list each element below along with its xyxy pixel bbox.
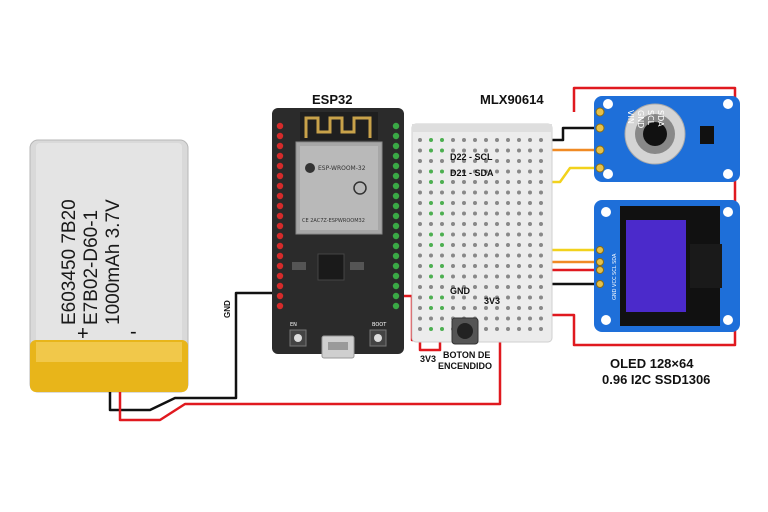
esp-pin-left	[276, 152, 284, 160]
esp-pin-right	[392, 152, 400, 160]
oled-pin-labels: GND VCC SCL SDA	[612, 253, 618, 300]
esp-pin-right	[392, 132, 400, 140]
esp-pin-right	[392, 232, 400, 240]
oled-board: GND VCC SCL SDA	[594, 200, 740, 332]
oled-pin-pad	[596, 258, 604, 266]
mlx-pin-vin: VIN	[626, 110, 635, 124]
esp-pin-left	[276, 222, 284, 230]
esp-pin-right	[392, 272, 400, 280]
mlx-pin-pad	[595, 123, 605, 133]
esp-pin-left	[276, 142, 284, 150]
mlx90614-board: VIN GND SCL SDA	[594, 96, 740, 182]
esp-pin-left	[276, 122, 284, 130]
label-3v3-bottom: 3V3	[420, 354, 436, 364]
esp-pin-right	[392, 292, 400, 300]
esp-pin-left	[276, 172, 284, 180]
mlx-pin-pad	[595, 163, 605, 173]
mlx-pin-pad	[595, 107, 605, 117]
esp-pin-left	[276, 212, 284, 220]
battery-label-3: 1000mAh 3.7V	[103, 199, 124, 325]
label-gnd-left: GND	[223, 300, 232, 318]
mlx-pin-gnd: GND	[636, 110, 645, 128]
esp-pin-left	[276, 272, 284, 280]
esp32-left-pins	[276, 122, 284, 310]
mlx-pin-scl: SCL	[646, 110, 655, 126]
power-button[interactable]	[451, 317, 479, 345]
esp32-right-pins	[392, 122, 400, 310]
esp-pin-left	[276, 252, 284, 260]
esp32-title: ESP32	[312, 92, 352, 107]
mlx-pin-pad	[595, 145, 605, 155]
battery-label-1: E603450 7B20	[59, 199, 80, 325]
esp-pin-right	[392, 242, 400, 250]
battery: E603450 7B20 E7B02-D60-1 1000mAh 3.7V + …	[29, 139, 189, 393]
esp-pin-right	[392, 202, 400, 210]
en-button-label: EN	[290, 322, 297, 328]
battery-plus-sign: +	[77, 323, 89, 345]
oled-pin-pad	[596, 266, 604, 274]
oled-pin-pad	[596, 246, 604, 254]
esp-pin-left	[276, 262, 284, 270]
esp-pin-left	[276, 302, 284, 310]
esp32-board: ESP-WROOM-32 CE 2AC7Z-ESPWROOM32 EN BOOT	[272, 108, 404, 359]
esp-pin-left	[276, 292, 284, 300]
label-3v3-mid: 3V3	[484, 296, 500, 306]
esp-pin-right	[392, 172, 400, 180]
esp-module-label: ESP-WROOM-32	[318, 165, 366, 172]
esp-pin-left	[276, 282, 284, 290]
esp-pin-right	[392, 302, 400, 310]
esp-pin-left	[276, 192, 284, 200]
power-button-label-1: BOTON DE	[443, 350, 490, 360]
esp-pin-left	[276, 132, 284, 140]
esp-pin-right	[392, 142, 400, 150]
esp-module-label-2: CE 2AC7Z-ESPWROOM32	[302, 218, 365, 224]
esp-pin-right	[392, 222, 400, 230]
mlx-pin-sda: SDA	[656, 110, 665, 127]
breadboard	[411, 123, 553, 343]
esp-pin-right	[392, 252, 400, 260]
oled-screen	[626, 220, 686, 312]
label-d21-sda: D21 - SDA	[450, 168, 494, 178]
label-gnd-mid: GND	[450, 286, 471, 296]
esp-pin-left	[276, 162, 284, 170]
esp-pin-right	[392, 282, 400, 290]
esp-pin-right	[392, 122, 400, 130]
esp-pin-left	[276, 182, 284, 190]
esp-pin-left	[276, 242, 284, 250]
oled-pin-pad	[596, 280, 604, 288]
mlx-title: MLX90614	[480, 92, 544, 107]
power-button-label-2: ENCENDIDO	[438, 361, 492, 371]
esp-pin-right	[392, 162, 400, 170]
wire-battery-gnd	[108, 291, 278, 412]
esp-pin-right	[392, 182, 400, 190]
oled-title-1: OLED 128×64	[610, 356, 694, 371]
esp-pin-right	[392, 192, 400, 200]
battery-minus-sign: -	[130, 321, 137, 343]
esp-pin-right	[392, 212, 400, 220]
boot-button-label: BOOT	[372, 322, 387, 328]
esp-pin-left	[276, 232, 284, 240]
battery-label-2: E7B02-D60-1	[81, 210, 102, 325]
label-d22-scl: D22 - SCL	[450, 152, 493, 162]
esp-pin-left	[276, 202, 284, 210]
esp-pin-right	[392, 262, 400, 270]
oled-title-2: 0.96 I2C SSD1306	[602, 372, 710, 387]
